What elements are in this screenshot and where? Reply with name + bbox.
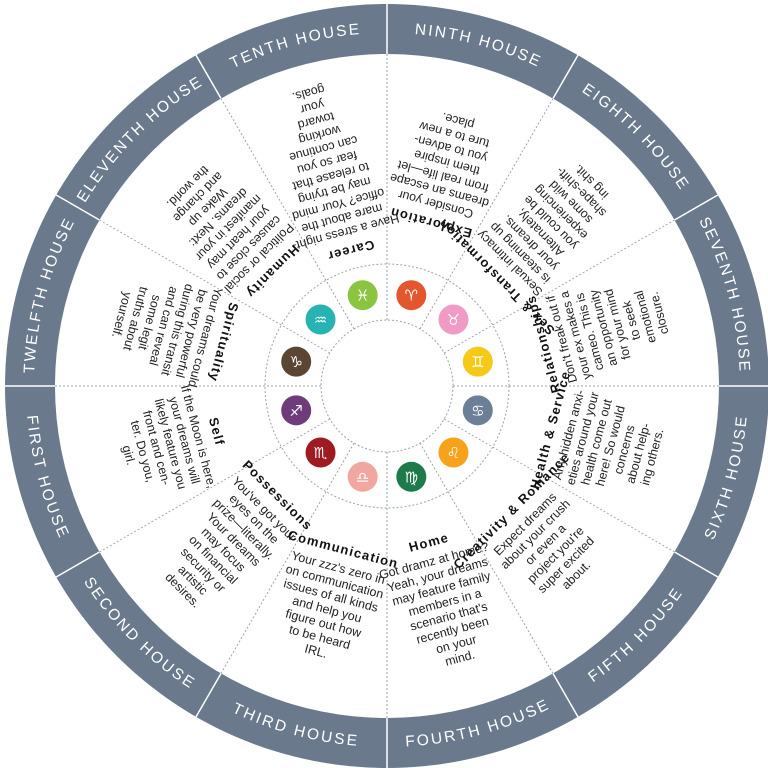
house-divider [220, 98, 355, 330]
leo-icon: ♌ [447, 444, 460, 462]
house-description-line: IRL. [303, 642, 329, 661]
sagittarius-badge [281, 395, 312, 426]
cancer-icon: ♋ [471, 402, 484, 420]
virgo-badge [396, 461, 427, 492]
house-description-line: girl. [119, 444, 138, 467]
pisces-badge [347, 280, 378, 311]
house-divider [99, 418, 331, 553]
pisces-icon: ♓ [356, 287, 369, 305]
ring-divider [195, 54, 222, 99]
aries-badge [396, 280, 427, 311]
hub-ring [264, 263, 510, 509]
aquarius-icon: ♒ [314, 311, 327, 329]
house-divider [419, 442, 554, 674]
house-divider [419, 98, 554, 330]
house-description-line: your [299, 97, 326, 117]
scorpio-icon: ♏ [314, 444, 328, 462]
ring-divider [674, 551, 719, 578]
house-divider [220, 442, 355, 674]
scorpio-badge [305, 437, 336, 468]
ring-divider [552, 54, 579, 99]
libra-badge [347, 461, 378, 492]
center-circle [320, 319, 454, 453]
taurus-icon: ♉ [447, 311, 460, 329]
house-divider [99, 219, 331, 354]
virgo-icon: ♍ [405, 468, 418, 486]
ring-divider [55, 194, 100, 221]
ring-divider [674, 194, 719, 221]
taurus-badge [438, 304, 469, 335]
cancer-badge [462, 395, 493, 426]
aquarius-badge [305, 304, 336, 335]
gemini-badge [462, 346, 493, 377]
capricorn-icon: ♑ [289, 353, 302, 371]
ring-divider [552, 673, 579, 718]
libra-icon: ♎ [356, 468, 369, 486]
house-divider [443, 219, 675, 354]
leo-badge [438, 437, 469, 468]
ring-divider [195, 673, 222, 718]
ring-divider [55, 551, 100, 578]
aries-icon: ♈ [405, 287, 418, 305]
capricorn-badge [281, 346, 312, 377]
gemini-icon: ♊ [471, 353, 484, 371]
house-divider [443, 418, 675, 553]
house-title: Self [206, 416, 228, 448]
sagittarius-icon: ♐ [289, 402, 302, 420]
